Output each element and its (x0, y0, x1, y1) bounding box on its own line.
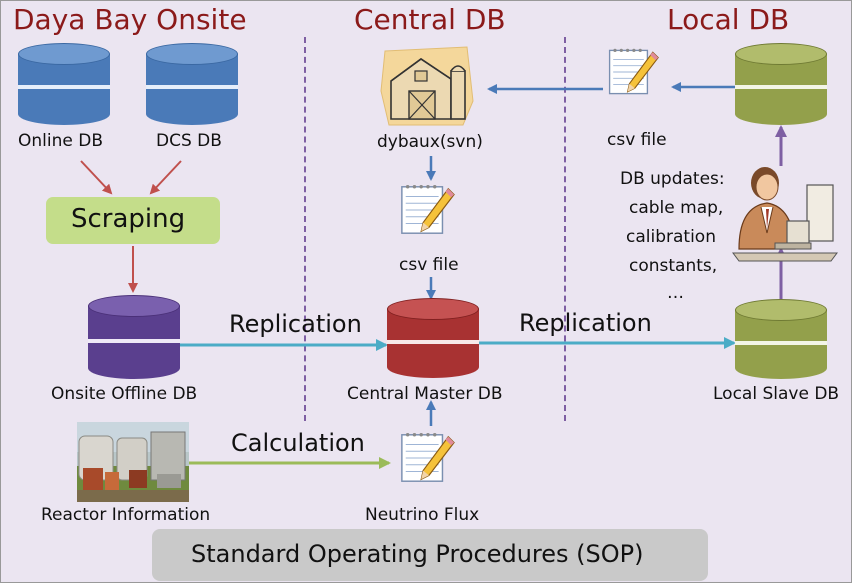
central-master-db-cylinder (387, 298, 479, 378)
header-central-db: Central DB (354, 3, 506, 36)
header-local-db: Local DB (667, 3, 790, 36)
calculation-label: Calculation (231, 429, 365, 457)
neutrino-flux-label: Neutrino Flux (365, 505, 480, 525)
db-updates-line-3: calibration (626, 227, 716, 247)
local-db-cylinder (735, 43, 827, 125)
sop-box (152, 529, 708, 581)
db-updates-line-2: cable map, (629, 198, 724, 218)
scraping-label: Scraping (71, 204, 186, 234)
notepad-pencil-icon-top-right (608, 48, 659, 95)
db-updates-line-1: DB updates: (620, 169, 725, 189)
local-slave-db-label: Local Slave DB (713, 384, 840, 404)
dcs-db-label: DCS DB (156, 131, 222, 151)
db-updates-line-5: … (667, 283, 684, 303)
section-divider-right (564, 37, 566, 421)
notepad-pencil-icon-center (401, 185, 455, 234)
db-updates-line-4: constants, (629, 256, 718, 276)
scraping-box (46, 197, 220, 244)
reactor-information-label: Reactor Information (41, 505, 211, 525)
barn-icon (380, 46, 474, 126)
online-db-label: Online DB (18, 131, 103, 151)
arrow-online-to-scraping (80, 160, 113, 195)
notepad-pencil-icon-bottom (401, 433, 455, 482)
dcs-db-cylinder (146, 43, 238, 125)
central-master-db-label: Central Master DB (347, 384, 503, 404)
replication-left-label: Replication (229, 310, 362, 338)
onsite-offline-db-label: Onsite Offline DB (51, 384, 198, 404)
csv-file-right-label: csv file (607, 130, 667, 150)
onsite-offline-db-cylinder (88, 295, 180, 379)
local-slave-db-cylinder (735, 299, 827, 379)
header-daya-bay-onsite: Daya Bay Onsite (13, 3, 247, 36)
section-divider-left (304, 37, 306, 421)
sop-label: Standard Operating Procedures (SOP) (191, 540, 644, 568)
person-at-computer-icon (732, 167, 838, 262)
online-db-cylinder (18, 43, 110, 125)
dybaux-label: dybaux(svn) (377, 132, 483, 152)
arrow-dcs-to-scraping (149, 160, 182, 195)
reactor-photo (77, 422, 189, 502)
csv-file-center-label: csv file (399, 255, 459, 275)
replication-right-label: Replication (519, 309, 652, 337)
